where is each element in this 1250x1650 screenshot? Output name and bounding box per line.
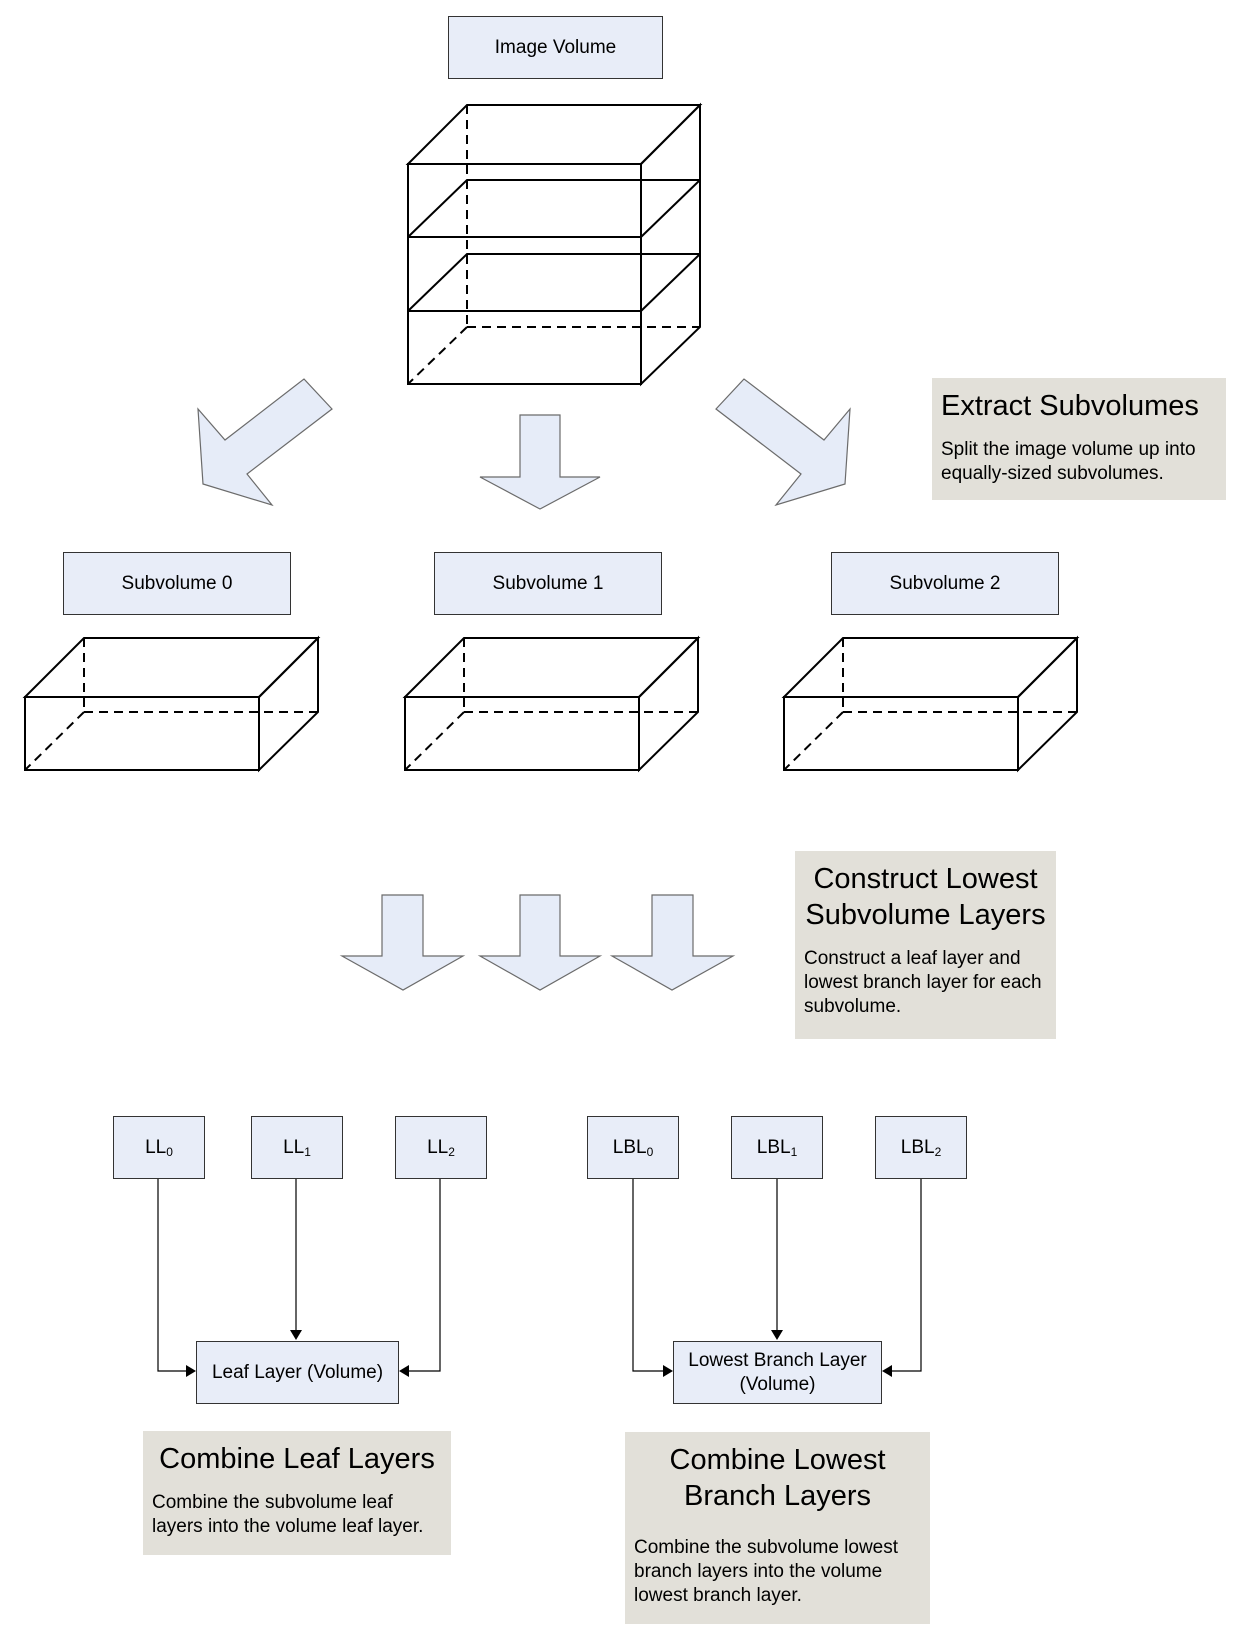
image-volume-box: Image Volume [448, 16, 663, 79]
branch-volume-label-line2: (Volume) [739, 1373, 816, 1395]
arrow-construct-2 [609, 894, 736, 991]
note-title-line1: Combine Lowest [669, 1444, 886, 1476]
ll-label: LL2 [427, 1136, 455, 1159]
ll-2-box: LL2 [395, 1116, 487, 1179]
branch-volume-label-line1: Lowest Branch Layer [688, 1349, 867, 1371]
branch-volume-box: Lowest Branch Layer (Volume) [673, 1341, 882, 1404]
leaf-connectors [157, 1178, 441, 1372]
note-title: Combine Leaf Layers [159, 1443, 435, 1475]
note-title-line1: Construct Lowest [813, 863, 1038, 895]
ll-0-box: LL0 [113, 1116, 205, 1179]
arrow-construct-1 [477, 894, 603, 991]
ll-label: LL1 [283, 1136, 311, 1159]
construct-arrows [339, 894, 736, 991]
note-extract-subvolumes: Extract Subvolumes Split the image volum… [932, 378, 1226, 500]
subvolume-0-box: Subvolume 0 [63, 552, 291, 615]
arrow-down-right [715, 378, 851, 507]
branch-arrowheads [663, 1330, 892, 1377]
subvolume-2-cube [781, 635, 1080, 773]
lbl-label: LBL0 [612, 1136, 654, 1159]
lbl-1-box: LBL1 [731, 1116, 823, 1179]
lbl-label: LBL2 [900, 1136, 942, 1159]
image-volume-cube [405, 102, 703, 387]
ll-label: LL0 [145, 1136, 173, 1159]
lbl-label: LBL1 [756, 1136, 798, 1159]
note-title: Extract Subvolumes [941, 390, 1199, 422]
note-title-line2: Branch Layers [684, 1480, 871, 1512]
subvolume-2-box: Subvolume 2 [831, 552, 1059, 615]
branch-connectors [632, 1178, 922, 1372]
subvolume-0-cube [22, 635, 321, 773]
lbl-0-box: LBL0 [587, 1116, 679, 1179]
note-combine-branch-layers: Combine Lowest Branch Layers Combine the… [625, 1432, 930, 1624]
subvolume-1-box: Subvolume 1 [434, 552, 662, 615]
split-arrows [197, 378, 851, 510]
image-volume-label: Image Volume [494, 36, 617, 58]
note-construct-layers: Construct Lowest Subvolume Layers Constr… [795, 851, 1056, 1039]
leaf-arrowheads [186, 1330, 409, 1377]
arrow-construct-0 [339, 894, 466, 991]
subvolume-label: Subvolume 0 [121, 572, 233, 594]
note-body: Split the image volume up into equally-s… [941, 439, 1196, 484]
note-body: Construct a leaf layer and lowest branch… [804, 948, 1042, 1017]
leaf-volume-label: Leaf Layer (Volume) [211, 1361, 384, 1383]
subvolume-label: Subvolume 2 [889, 572, 1001, 594]
ll-1-box: LL1 [251, 1116, 343, 1179]
subvolume-1-cube [402, 635, 701, 773]
note-body: Combine the subvolume leaf layers into t… [152, 1492, 424, 1537]
note-combine-leaf-layers: Combine Leaf Layers Combine the subvolum… [143, 1431, 451, 1555]
note-body: Combine the subvolume lowest branch laye… [634, 1537, 899, 1606]
subvolume-label: Subvolume 1 [492, 572, 604, 594]
lbl-2-box: LBL2 [875, 1116, 967, 1179]
note-title-line2: Subvolume Layers [805, 899, 1046, 931]
leaf-volume-box: Leaf Layer (Volume) [196, 1341, 399, 1404]
arrow-down-left [197, 378, 333, 507]
subvolume-cubes [22, 635, 1080, 773]
arrow-down-center [479, 414, 601, 510]
